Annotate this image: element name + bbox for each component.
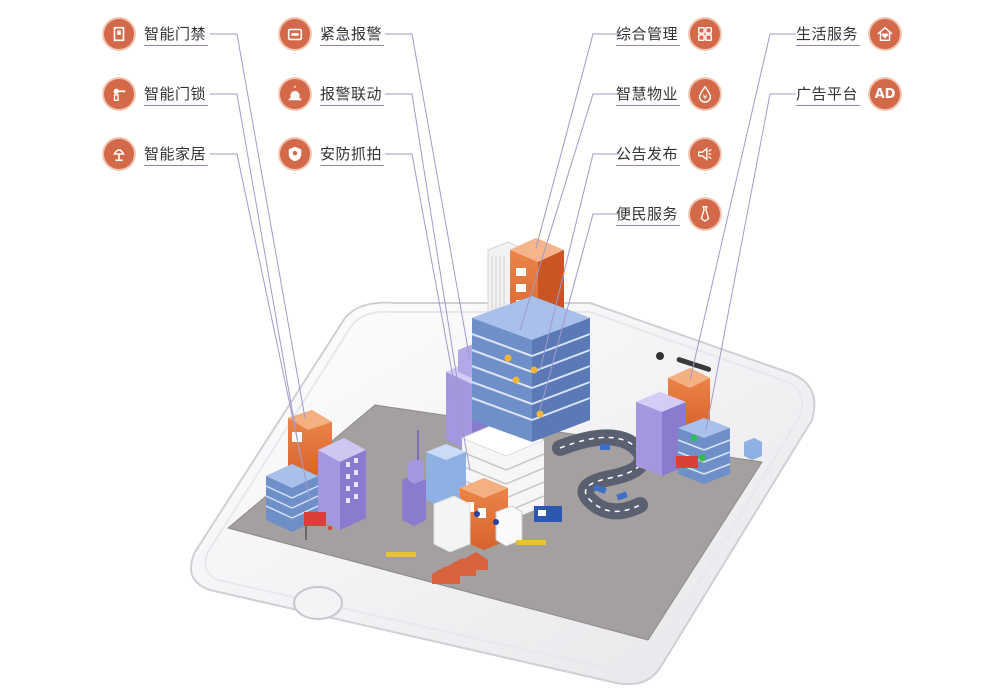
central-tower <box>471 238 591 442</box>
feature-announcement[interactable]: 公告发布 <box>616 136 723 172</box>
connector-lines <box>210 33 796 501</box>
feature-emergency-alarm[interactable]: 紧急报警 <box>278 16 385 52</box>
feature-life-service[interactable]: 生活服务 <box>796 16 903 52</box>
feature-ad-platform[interactable]: 广告平台 AD <box>796 76 903 112</box>
feature-integrated-management[interactable]: 综合管理 <box>616 16 723 52</box>
smart-home-lamp-icon <box>102 137 136 171</box>
feature-label: 公告发布 <box>616 143 681 166</box>
siren-icon <box>278 77 312 111</box>
home-button <box>293 586 343 620</box>
feature-label: 综合管理 <box>616 23 681 46</box>
feature-smart-lock[interactable]: 智能门锁 <box>102 76 209 112</box>
feature-alarm-linkage[interactable]: 报警联动 <box>278 76 385 112</box>
feature-label: 智能门禁 <box>144 23 209 46</box>
feature-convenience-service[interactable]: 便民服务 <box>616 196 723 232</box>
door-access-icon <box>102 17 136 51</box>
building-cluster-right <box>636 368 762 484</box>
speaker-icon <box>688 137 723 171</box>
building-cluster-left <box>265 410 366 540</box>
road-track <box>552 429 650 520</box>
feature-label: 智能家居 <box>144 143 209 166</box>
feature-label: 便民服务 <box>616 203 681 226</box>
feature-smart-property[interactable]: 智慧物业 ¥ <box>616 76 723 112</box>
feature-smart-access[interactable]: 智能门禁 <box>102 16 209 52</box>
feature-label: 智能门锁 <box>144 83 209 106</box>
ad-icon: AD <box>868 77 903 111</box>
ad-icon-text: AD <box>874 86 896 102</box>
door-lock-icon <box>102 77 136 111</box>
feature-label: 安防抓拍 <box>320 143 385 166</box>
front-camera <box>656 352 664 360</box>
house-heart-icon <box>868 17 903 51</box>
tie-icon <box>688 197 723 231</box>
feature-smart-home[interactable]: 智能家居 <box>102 136 209 172</box>
grid-icon <box>688 17 723 51</box>
feature-label: 智慧物业 <box>616 83 681 106</box>
feature-label: 报警联动 <box>320 83 385 106</box>
emergency-alarm-icon <box>278 17 312 51</box>
shield-icon <box>278 137 312 171</box>
feature-label: 广告平台 <box>796 83 861 106</box>
svg-text:¥: ¥ <box>703 92 708 101</box>
feature-label: 生活服务 <box>796 23 861 46</box>
feature-security-capture[interactable]: 安防抓拍 <box>278 136 385 172</box>
yen-drop-icon: ¥ <box>688 77 723 111</box>
feature-label: 紧急报警 <box>320 23 385 46</box>
